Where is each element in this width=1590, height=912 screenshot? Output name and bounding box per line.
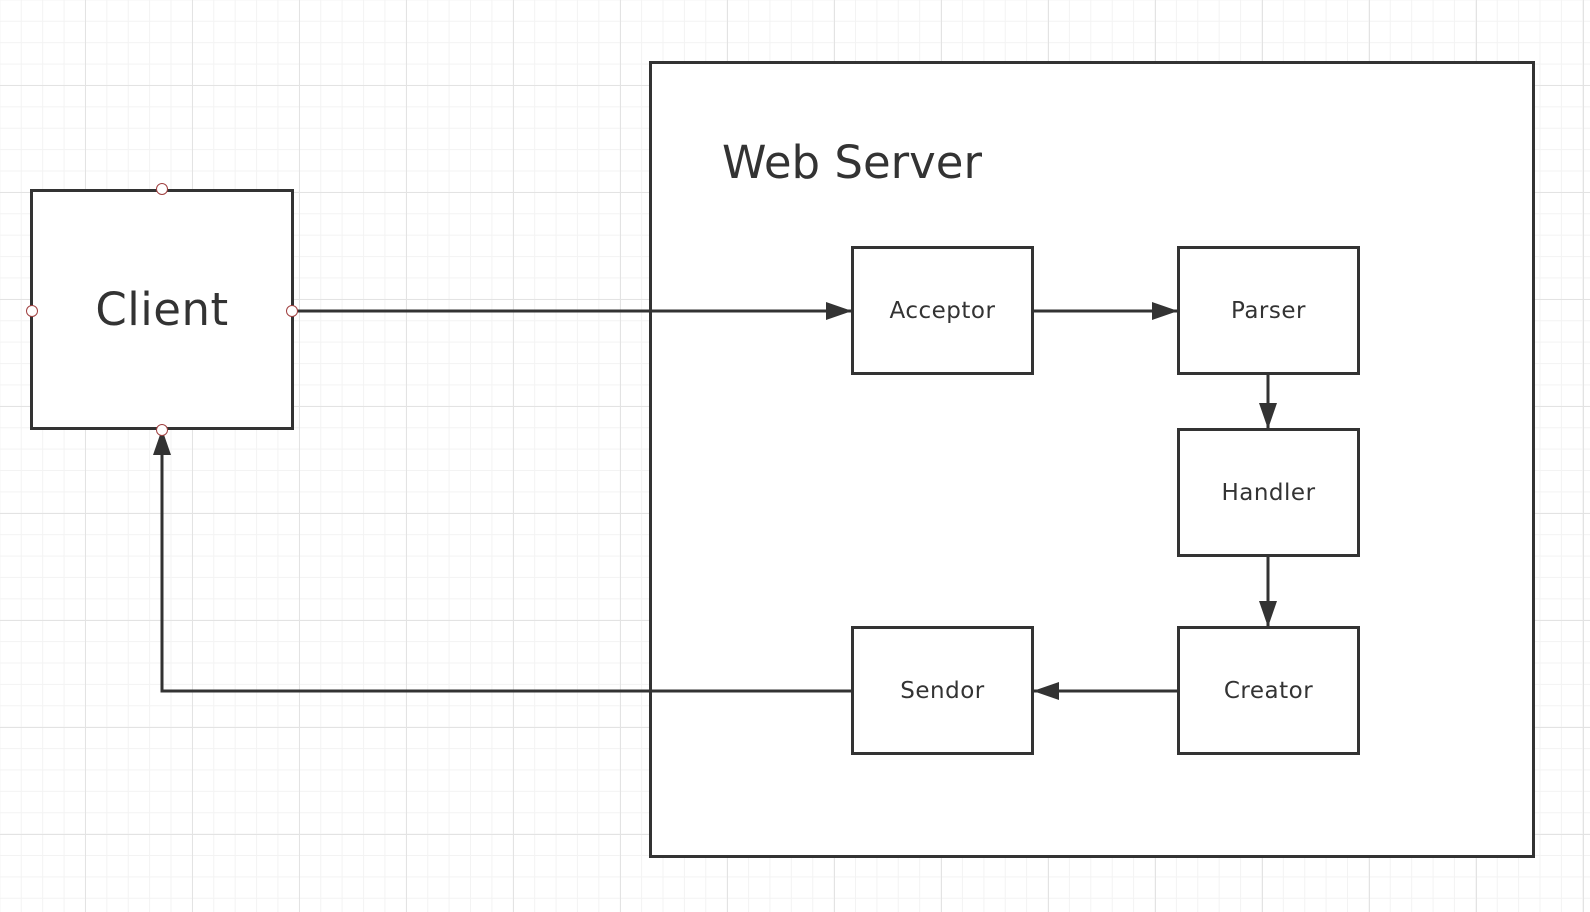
client-handle-left[interactable] <box>26 305 38 317</box>
web-server-container[interactable]: Web Server <box>649 61 1535 858</box>
client-handle-bottom[interactable] <box>156 424 168 436</box>
sendor-node[interactable]: Sendor <box>851 626 1034 755</box>
creator-node[interactable]: Creator <box>1177 626 1360 755</box>
client-label: Client <box>95 283 229 336</box>
handler-label: Handler <box>1221 479 1316 506</box>
client-handle-right[interactable] <box>286 305 298 317</box>
web-server-title: Web Server <box>722 136 982 189</box>
creator-label: Creator <box>1223 677 1314 704</box>
sendor-label: Sendor <box>900 677 985 704</box>
handler-node[interactable]: Handler <box>1177 428 1360 557</box>
edge-sendor-to-client[interactable] <box>153 429 851 693</box>
acceptor-label: Acceptor <box>889 297 996 324</box>
parser-node[interactable]: Parser <box>1177 246 1360 375</box>
client-handle-top[interactable] <box>156 183 168 195</box>
parser-label: Parser <box>1231 297 1306 324</box>
acceptor-node[interactable]: Acceptor <box>851 246 1034 375</box>
